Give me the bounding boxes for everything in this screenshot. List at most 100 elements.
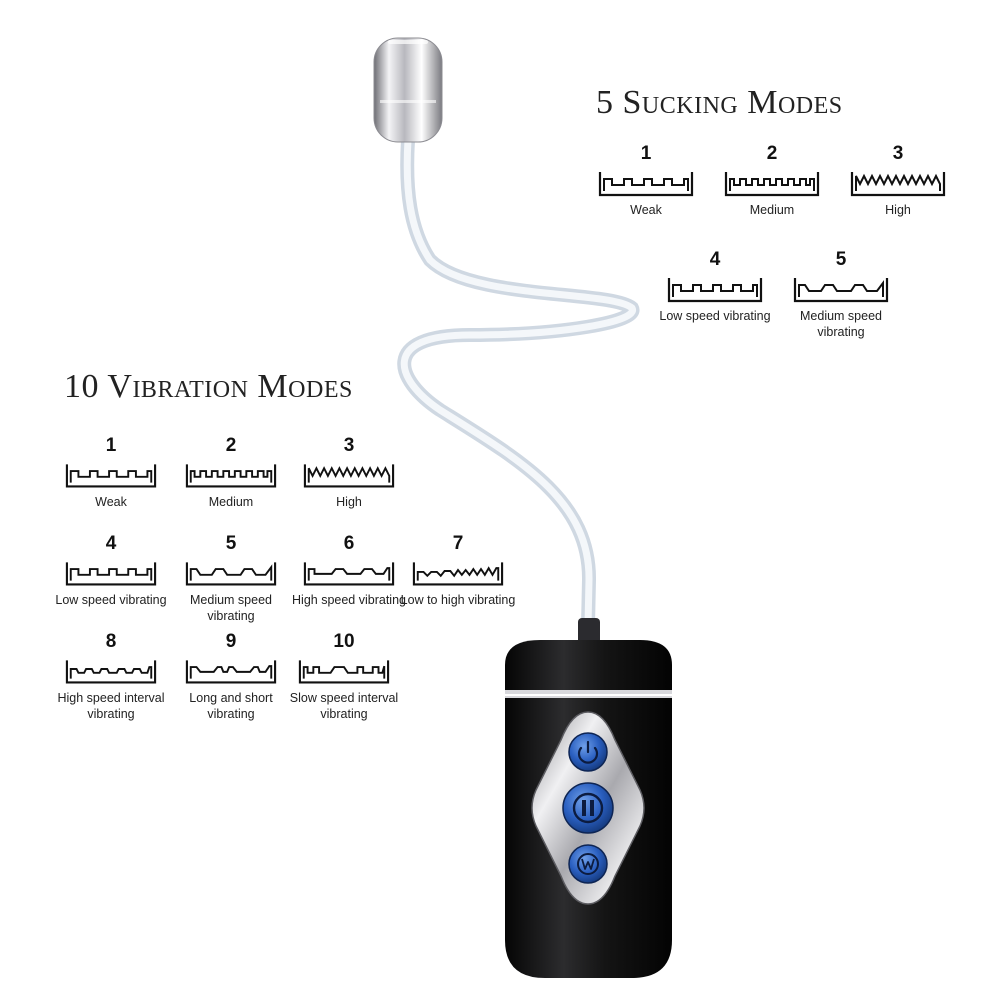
vibration-mode-8: 8 High speed interval vibrating bbox=[51, 632, 171, 722]
mode-label: Long and short vibrating bbox=[189, 691, 273, 721]
pattern-wave bbox=[189, 564, 273, 581]
mode-label: Slow speed interval vibrating bbox=[289, 691, 399, 721]
sucking-mode-4: 4 Low speed vibrating bbox=[655, 250, 775, 324]
pulse-pattern-icon bbox=[65, 464, 157, 488]
sucking-mode-3: 3 High bbox=[838, 144, 958, 218]
sucking-mode-2: 2 Medium bbox=[712, 144, 832, 218]
pattern-wave bbox=[189, 665, 273, 679]
pulse-pattern-icon bbox=[65, 660, 157, 684]
mode-label: Medium bbox=[749, 203, 795, 217]
mode-number: 1 bbox=[640, 143, 652, 164]
sucking-mode-5: 5 Medium speed vibrating bbox=[781, 250, 901, 340]
mode-label: Medium speed vibrating bbox=[190, 593, 272, 623]
pattern-frame bbox=[412, 562, 504, 586]
pulse-pattern-icon bbox=[303, 464, 395, 488]
mode-button[interactable] bbox=[568, 844, 608, 884]
pattern-wave bbox=[307, 567, 391, 581]
pattern-frame bbox=[65, 464, 157, 488]
power-button[interactable] bbox=[568, 732, 608, 772]
pulse-pattern-icon bbox=[667, 278, 763, 303]
mode-label: High speed vibrating bbox=[292, 593, 406, 607]
pattern-frame bbox=[598, 172, 694, 197]
pattern-wave bbox=[189, 470, 273, 483]
mode-label: Low to high vibrating bbox=[400, 593, 516, 607]
pattern-wave bbox=[855, 173, 941, 191]
pattern-frame bbox=[303, 562, 395, 586]
pattern-frame bbox=[298, 660, 390, 684]
vibration-mode-1: 1 Weak bbox=[51, 436, 171, 510]
pulse-pattern-icon bbox=[303, 562, 395, 586]
vibration-mode-4: 4 Low speed vibrating bbox=[51, 534, 171, 608]
w-mode-icon bbox=[577, 853, 599, 875]
mode-label: High speed interval vibrating bbox=[57, 691, 165, 721]
pattern-wave bbox=[798, 280, 884, 297]
mode-number: 10 bbox=[333, 631, 355, 652]
pattern-wave bbox=[302, 665, 386, 679]
pulse-pattern-icon bbox=[724, 172, 820, 197]
pattern-frame bbox=[65, 660, 157, 684]
pattern-wave bbox=[69, 666, 153, 679]
mode-number: 2 bbox=[766, 143, 778, 164]
mode-label: Weak bbox=[630, 203, 662, 217]
mode-number: 4 bbox=[105, 533, 117, 554]
pattern-frame bbox=[850, 172, 946, 197]
vibration-modes-heading: 10 Vibration Modes bbox=[64, 368, 353, 405]
pause-button[interactable] bbox=[562, 782, 614, 834]
vibration-mode-10: 10 Slow speed interval vibrating bbox=[284, 632, 404, 722]
pulse-pattern-icon bbox=[185, 464, 277, 488]
mode-number: 1 bbox=[105, 435, 117, 456]
vibration-mode-5: 5 Medium speed vibrating bbox=[171, 534, 291, 624]
pulse-pattern-icon bbox=[185, 660, 277, 684]
mode-label: High bbox=[885, 203, 911, 217]
pattern-frame bbox=[303, 464, 395, 488]
mode-number: 4 bbox=[709, 249, 721, 270]
pulse-pattern-icon bbox=[793, 278, 889, 303]
mode-number: 5 bbox=[225, 533, 237, 554]
vibration-mode-9: 9 Long and short vibrating bbox=[171, 632, 291, 722]
power-icon bbox=[577, 740, 599, 764]
pulse-pattern-icon bbox=[65, 562, 157, 586]
mode-label: High bbox=[336, 495, 362, 509]
pulse-pattern-icon bbox=[298, 660, 390, 684]
mode-number: 7 bbox=[452, 533, 464, 554]
mode-number: 2 bbox=[225, 435, 237, 456]
pattern-frame bbox=[724, 172, 820, 197]
mode-number: 3 bbox=[343, 435, 355, 456]
mode-number: 5 bbox=[835, 249, 847, 270]
sucking-mode-1: 1 Weak bbox=[586, 144, 706, 218]
pulse-pattern-icon bbox=[850, 172, 946, 197]
pattern-frame bbox=[185, 464, 277, 488]
sucking-modes-heading: 5 Sucking Modes bbox=[596, 84, 843, 121]
pattern-wave bbox=[69, 568, 153, 581]
vibration-mode-3: 3 High bbox=[289, 436, 409, 510]
mode-label: Medium speed vibrating bbox=[800, 309, 882, 339]
pulse-pattern-icon bbox=[412, 562, 504, 586]
mode-label: Low speed vibrating bbox=[55, 593, 167, 607]
pattern-frame bbox=[185, 562, 277, 586]
mode-number: 9 bbox=[225, 631, 237, 652]
pulse-pattern-icon bbox=[185, 562, 277, 586]
pattern-wave bbox=[307, 466, 391, 483]
mode-label: Medium bbox=[208, 495, 254, 509]
pattern-wave bbox=[729, 178, 815, 191]
cable bbox=[397, 133, 640, 646]
mode-label: Weak bbox=[95, 495, 127, 509]
mode-number: 3 bbox=[892, 143, 904, 164]
vibration-mode-6: 6 High speed vibrating bbox=[289, 534, 409, 608]
mode-number: 6 bbox=[343, 533, 355, 554]
vibration-mode-2: 2 Medium bbox=[171, 436, 291, 510]
pattern-frame bbox=[793, 278, 889, 303]
pattern-frame bbox=[65, 562, 157, 586]
mode-label: Low speed vibrating bbox=[659, 309, 771, 323]
pulse-pattern-icon bbox=[598, 172, 694, 197]
vibration-mode-7: 7 Low to high vibrating bbox=[398, 534, 518, 608]
pattern-frame bbox=[667, 278, 763, 303]
pattern-wave bbox=[672, 284, 758, 297]
mode-number: 8 bbox=[105, 631, 117, 652]
pattern-wave bbox=[69, 470, 153, 483]
bullet-vibrator bbox=[373, 37, 443, 143]
pause-icon bbox=[572, 792, 604, 824]
pattern-wave bbox=[603, 178, 689, 191]
pattern-frame bbox=[185, 660, 277, 684]
